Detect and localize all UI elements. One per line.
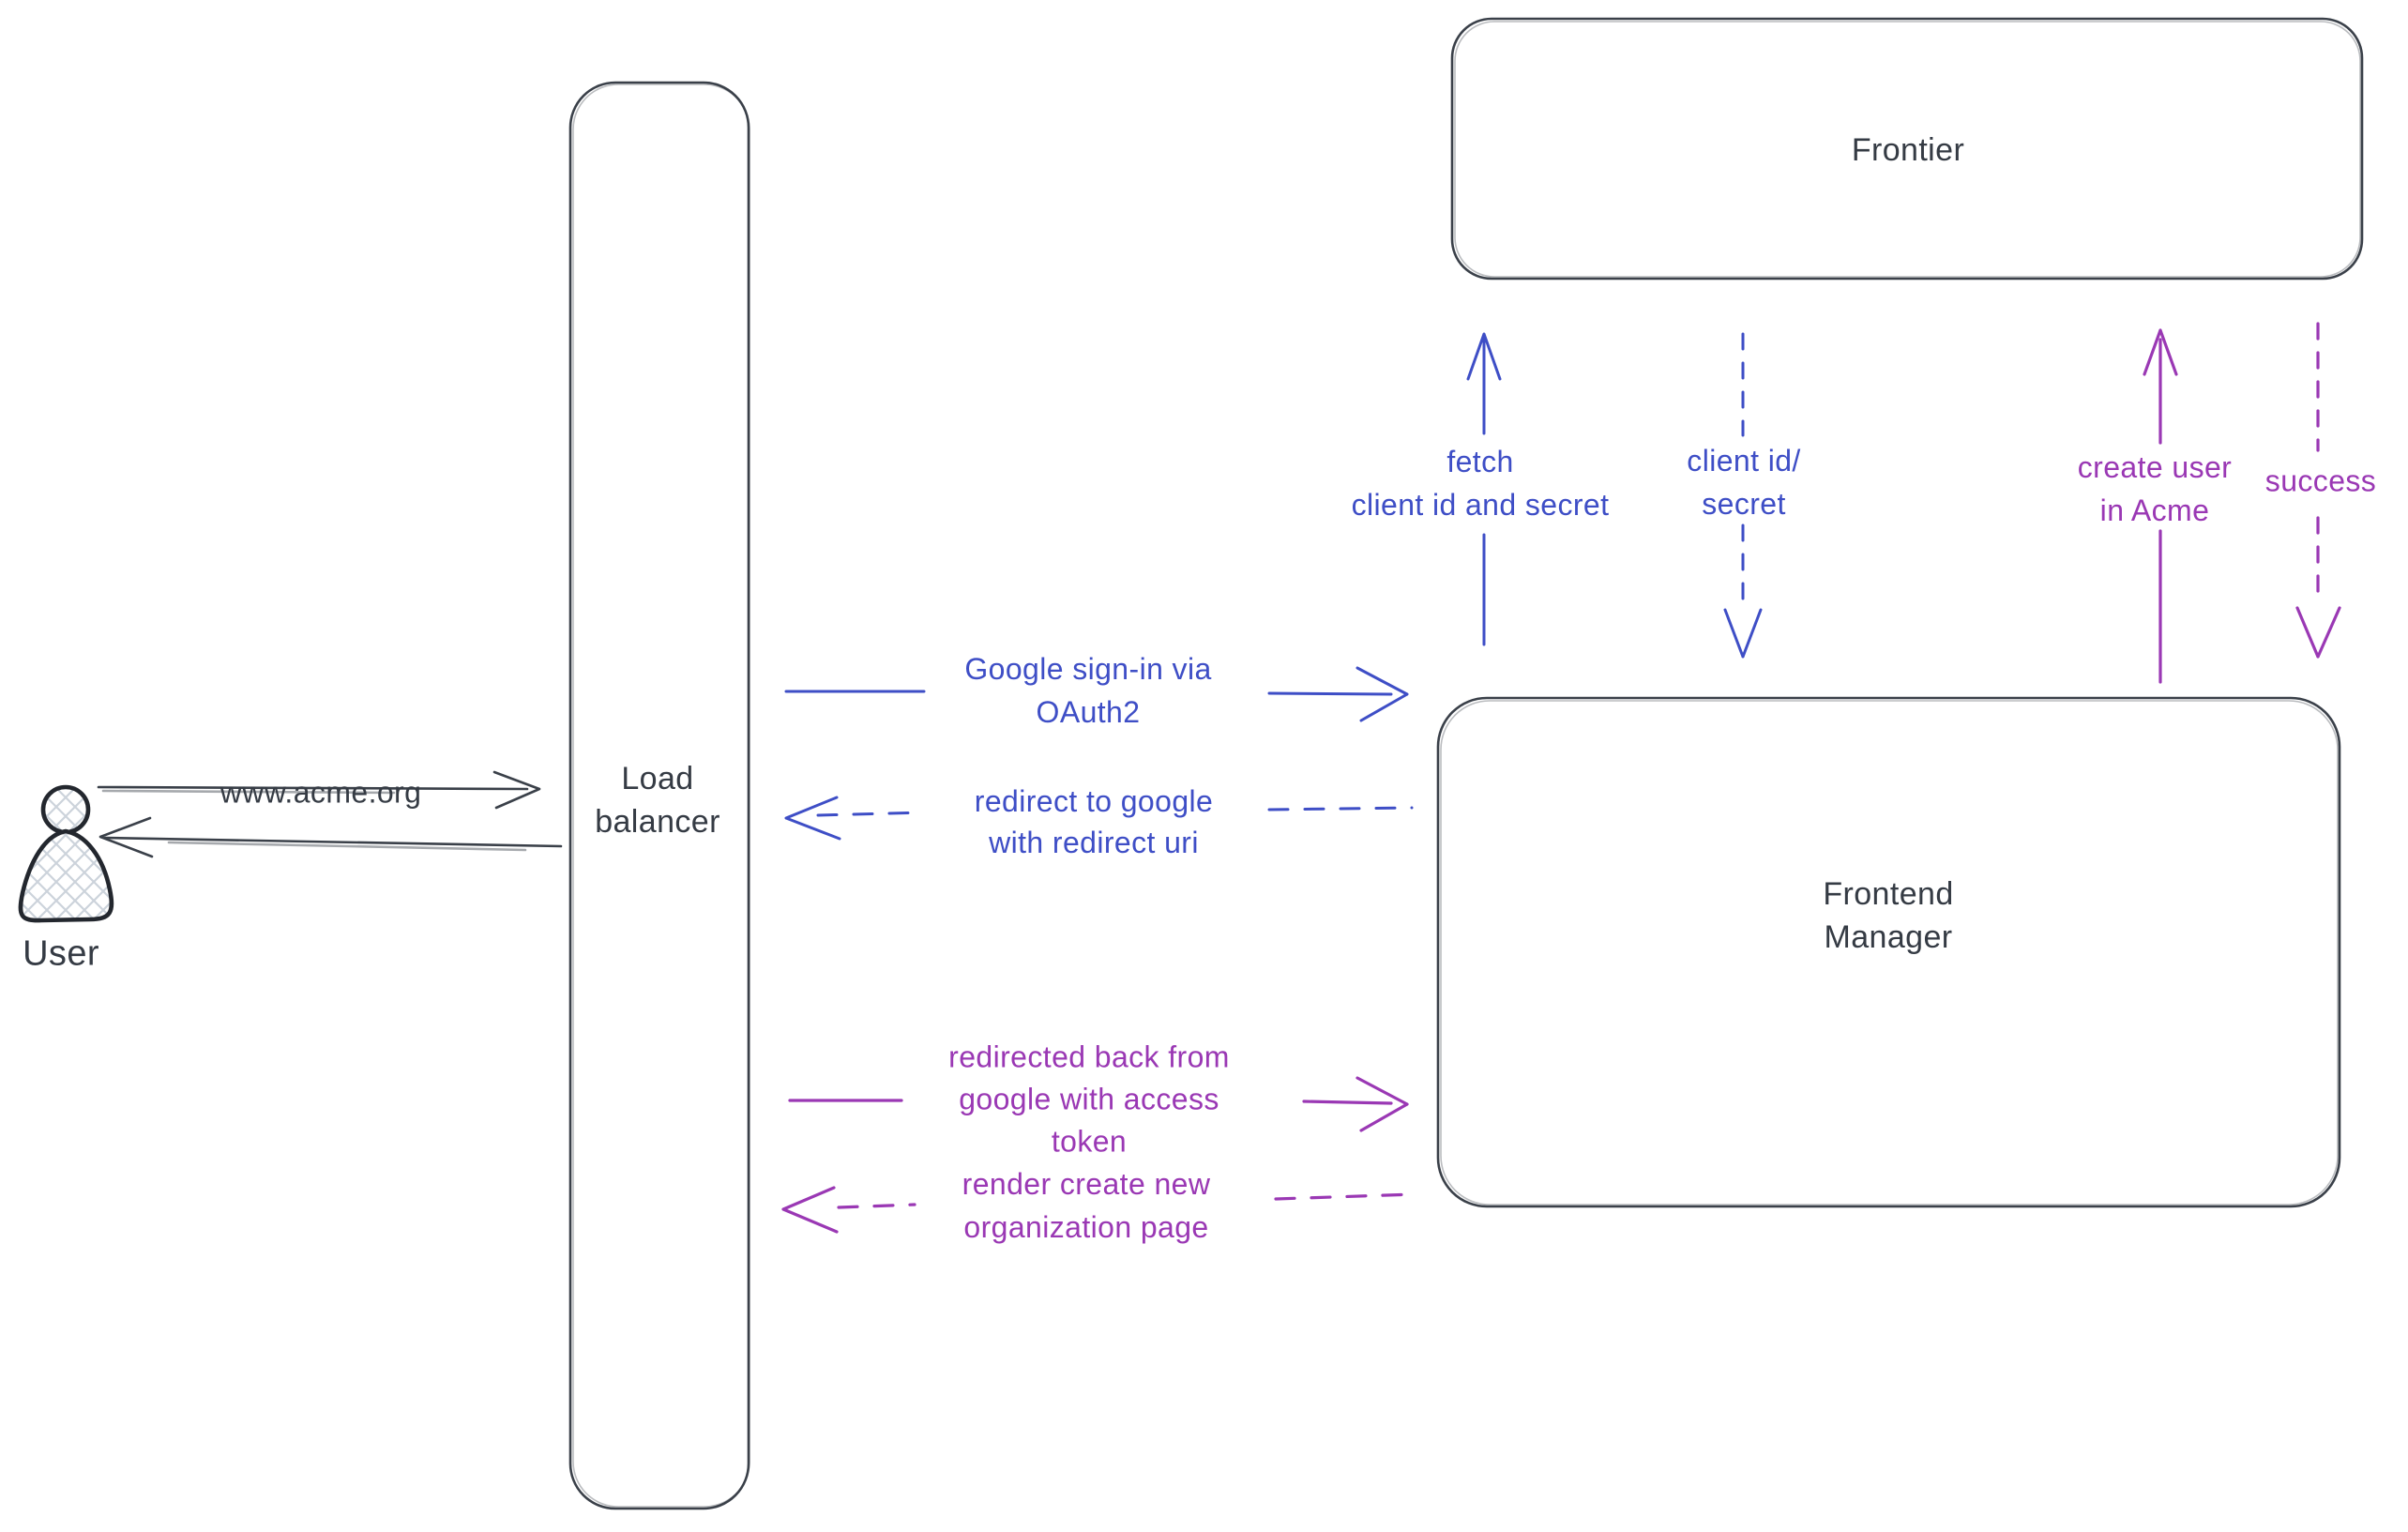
user-icon xyxy=(18,784,114,923)
frontend-manager-label: Frontend Manager xyxy=(1823,872,1953,959)
label-line: render create new xyxy=(962,1167,1211,1201)
user-node-label: User xyxy=(23,933,99,976)
google-signin-label: Google sign-in via OAuth2 xyxy=(964,647,1211,734)
render-page-label: render create new organization page xyxy=(962,1162,1211,1249)
label-line: fetch xyxy=(1446,445,1514,478)
label-line: Load xyxy=(621,761,694,796)
label-line: in Acme xyxy=(2099,493,2210,527)
label-line: google with access xyxy=(959,1082,1219,1116)
arrow-create-user xyxy=(2143,328,2178,684)
arrow-response-to-user xyxy=(98,816,563,858)
arrow-google-signin xyxy=(784,666,1409,722)
label-line: www.acme.org xyxy=(220,775,422,810)
arrow-redirect-google xyxy=(784,796,1414,841)
label-line: Google sign-in via xyxy=(964,652,1212,686)
redirect-google-label: redirect to google with redirect uri xyxy=(975,781,1213,863)
label-line: client id and secret xyxy=(1351,488,1610,522)
arrow-client-id-secret xyxy=(1723,332,1763,659)
arrow-fetch-secret xyxy=(1466,332,1502,646)
label-line: redirected back from xyxy=(948,1039,1230,1074)
arrow-redirected-back xyxy=(788,1076,1409,1132)
arrow-success xyxy=(2295,322,2341,659)
label-line: with redirect uri xyxy=(989,826,1199,859)
label-line: User xyxy=(23,933,99,974)
label-line: OAuth2 xyxy=(1036,695,1141,729)
label-line: Manager xyxy=(1824,919,1953,955)
frontend-manager-box xyxy=(1436,696,2341,1208)
label-line: success xyxy=(2264,463,2377,498)
success-label: success xyxy=(2265,461,2376,503)
label-line: secret xyxy=(1702,487,1786,521)
load-balancer-box xyxy=(568,81,750,1510)
arrow-www-acme xyxy=(97,770,541,810)
label-line: create user xyxy=(2077,450,2233,484)
create-user-label: create user in Acme xyxy=(2078,446,2232,532)
label-line: token xyxy=(1051,1124,1128,1159)
frontier-box xyxy=(1450,17,2364,281)
load-balancer-label: Load balancer xyxy=(595,757,720,843)
fetch-secret-label: fetch client id and secret xyxy=(1352,440,1610,526)
label-line: Frontend xyxy=(1823,876,1954,912)
www-acme-label: www.acme.org xyxy=(220,772,422,814)
client-id-secret-label: client id/ secret xyxy=(1687,439,1800,525)
frontier-label: Frontier xyxy=(1852,129,1964,172)
label-line: Frontier xyxy=(1851,132,1965,168)
label-line: client id/ xyxy=(1687,444,1801,478)
redirected-back-label: redirected back from google with access … xyxy=(948,1037,1230,1163)
label-line: balancer xyxy=(595,804,720,840)
arrow-render-page xyxy=(781,1186,1416,1234)
label-line: redirect to google xyxy=(974,784,1214,818)
label-line: organization page xyxy=(963,1210,1209,1244)
